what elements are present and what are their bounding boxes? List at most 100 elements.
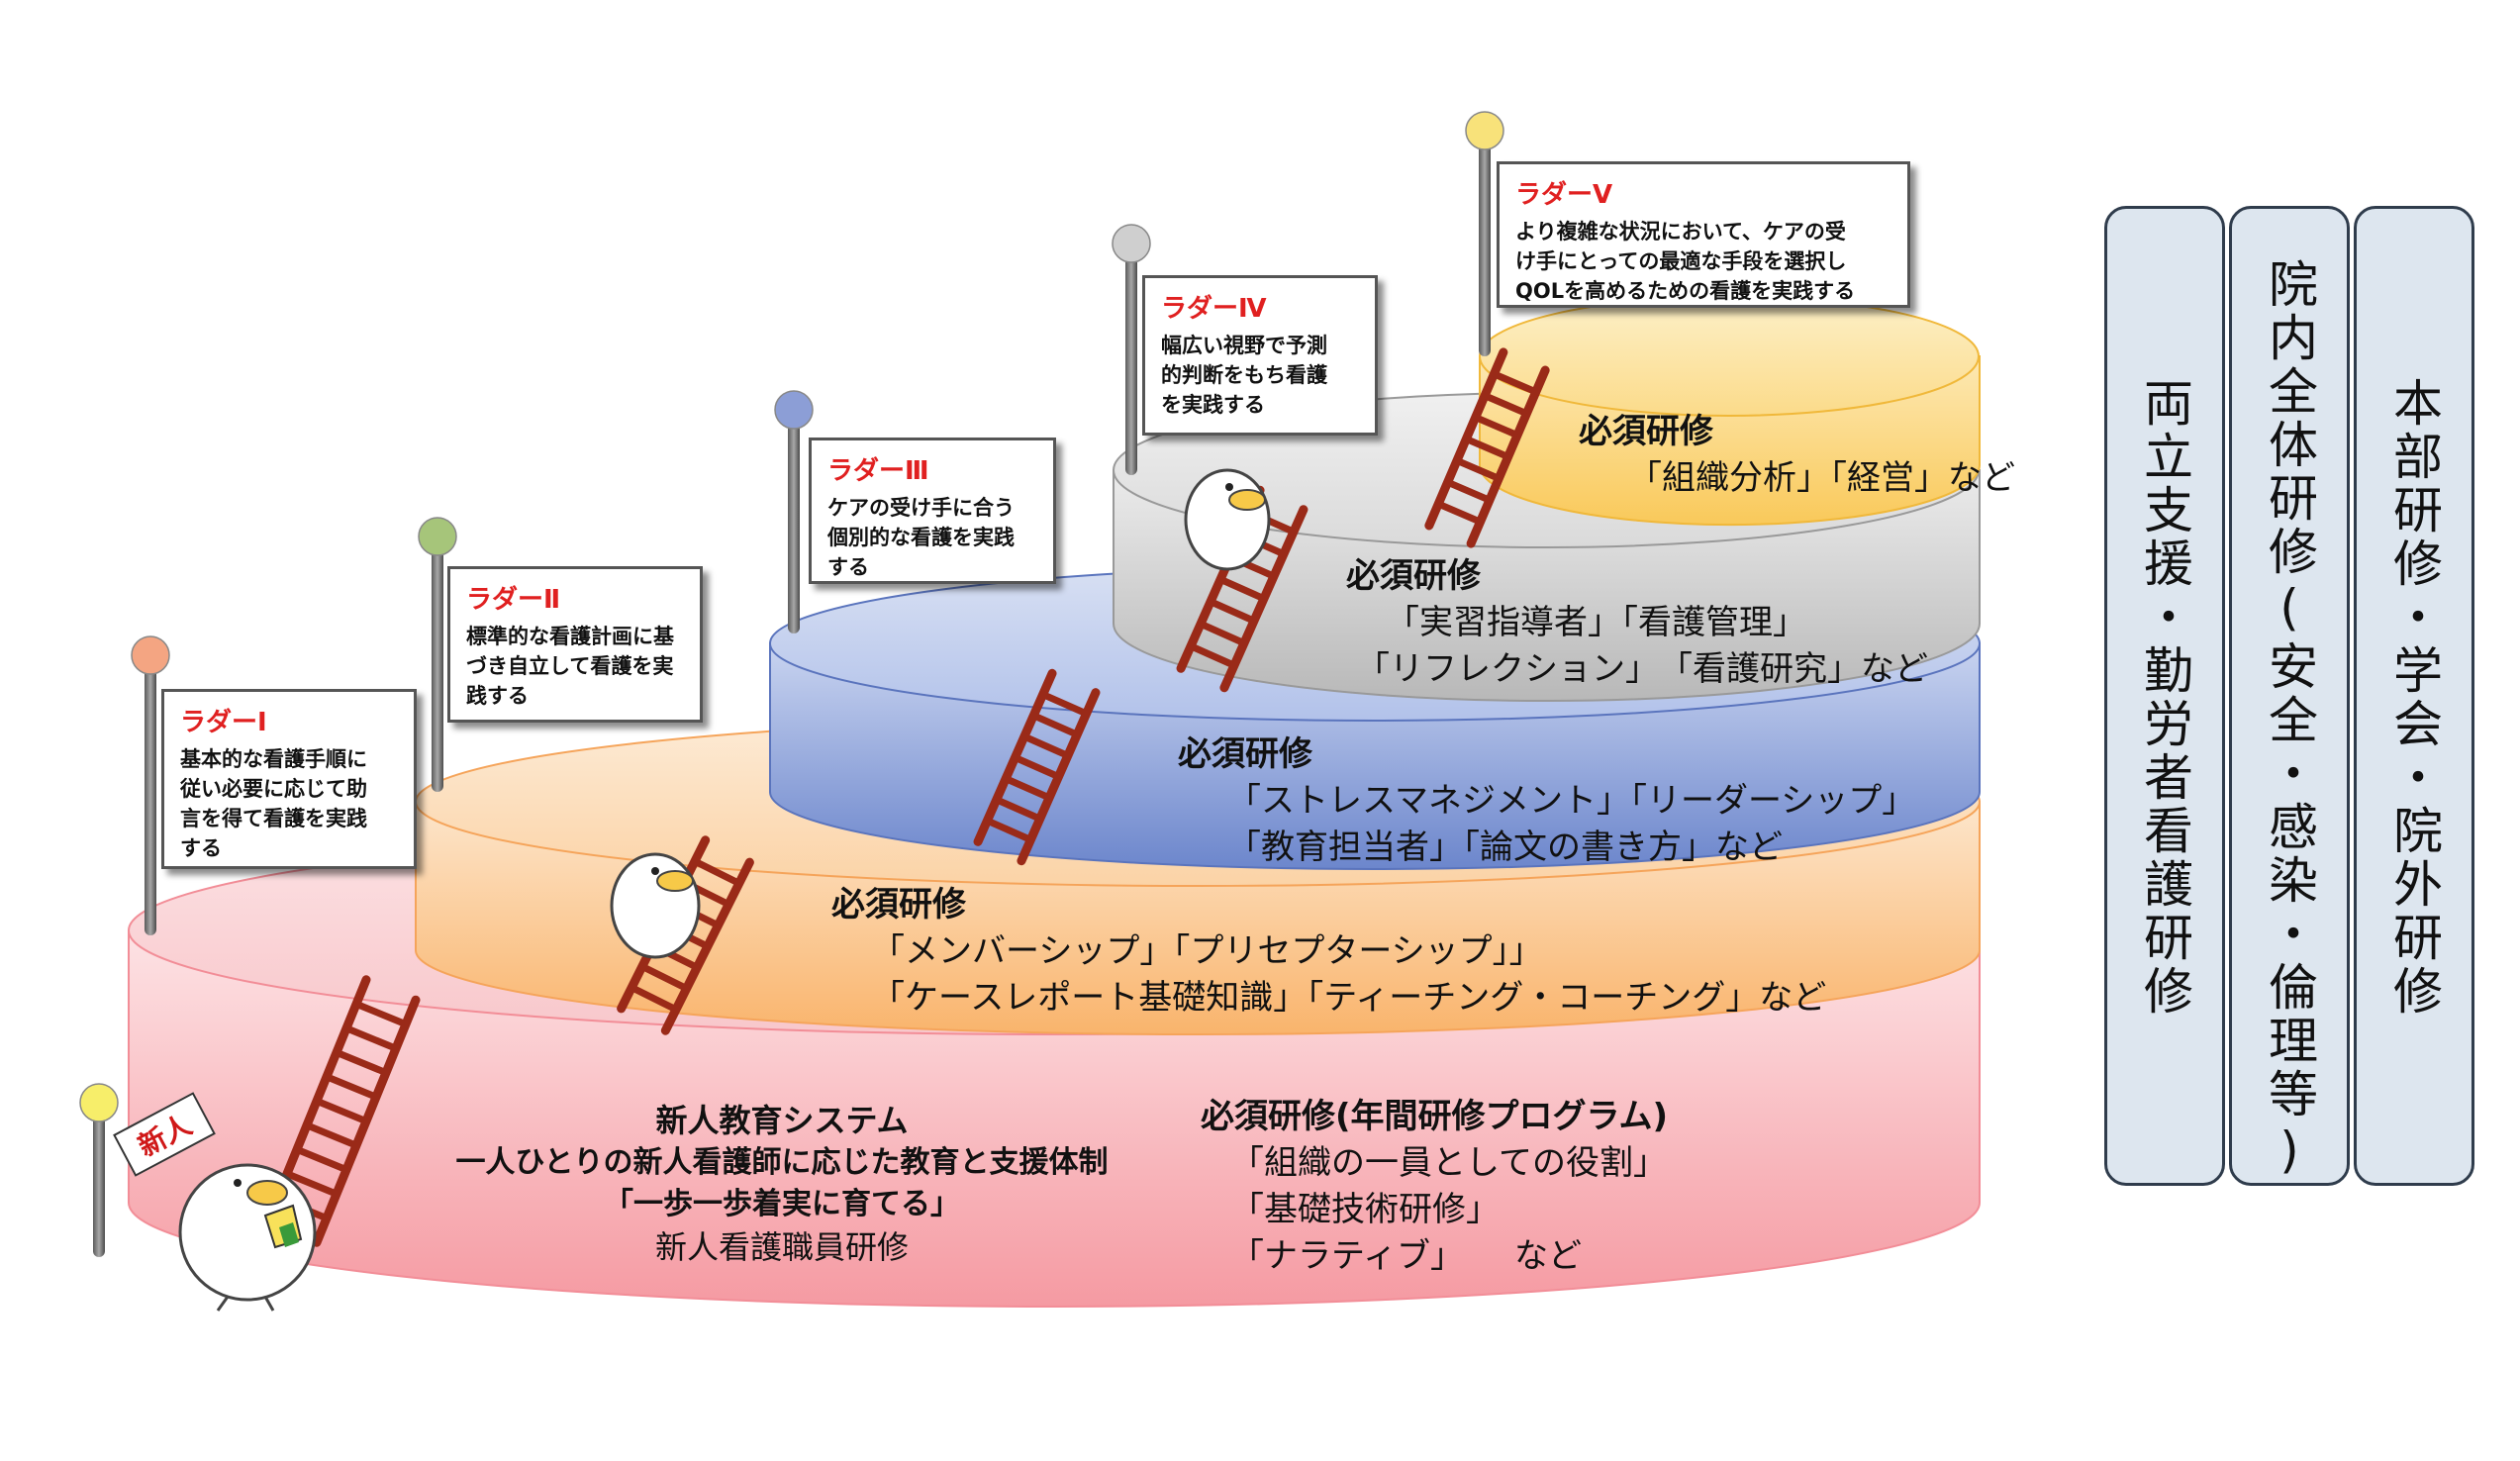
- pole-knob: [1112, 224, 1151, 263]
- ladder-rung: [1474, 414, 1519, 438]
- ladder-rung: [1199, 621, 1246, 646]
- ladder-4-flag: ラダーⅣ 幅広い視野で予測 的判断をもち看護 を実践する: [1142, 275, 1378, 436]
- pole-knob: [418, 517, 457, 556]
- pole-shaft: [788, 416, 800, 633]
- pole-shaft: [432, 542, 443, 792]
- new-system-line3: 新人看護職員研修: [654, 1228, 909, 1266]
- flag-poles: [79, 111, 1504, 1257]
- ladder-rung: [315, 1098, 368, 1124]
- ladder-rung: [305, 1121, 358, 1149]
- tier-1-item: 「基礎技術研修」: [1230, 1190, 1500, 1229]
- pole-knob: [774, 390, 814, 430]
- new-system-block: 新人教育システム 一人ひとりの新人看護師に応じた教育と支援体制 「一歩一歩着実に…: [386, 1099, 1178, 1269]
- flag-pole-5: [1465, 111, 1504, 356]
- tier-1-heading: 必須研修(年間研修プログラム): [1201, 1097, 1669, 1136]
- ladder-4-title: ラダーⅣ: [1161, 294, 1267, 324]
- ladder-1-flag: ラダーⅠ 基本的な看護手順に 従い必要に応じて助 言を得て看護を実践 する: [161, 689, 417, 869]
- tier-1-items: 「組織の一員としての役割」 「基礎技術研修」 「ナラティブ」 など: [1201, 1140, 1668, 1280]
- ladder-2-flag: ラダーⅡ 標準的な看護計画に基 づき自立して看護を実 践する: [447, 566, 703, 723]
- ladder-3: [973, 668, 1101, 866]
- tier-2-item: 「ケースレポート基礎知識」「ティーチング・コーチング」など: [871, 978, 1827, 1018]
- ladder-rung: [1014, 754, 1060, 780]
- ladder-4-description: 幅広い視野で予測 的判断をもち看護 を実践する: [1161, 334, 1327, 417]
- ladder-5-flag: ラダーⅤ より複雑な状況において、ケアの受 け手にとっての最適な手段を選択し Q…: [1497, 161, 1910, 308]
- flag-pole-1: [131, 635, 170, 935]
- tier-4-text: 必須研修 「実習指導者」「看護管理」 「リフレクション」 「看護研究」など: [1346, 552, 1928, 693]
- tier-2-items: 「メンバーシップ」「プリセプターシップ」」 「ケースレポート基礎知識」「ティーチ…: [831, 928, 1826, 1022]
- ladder-rung: [1022, 732, 1070, 759]
- side-box-external-text: 本部研修・学会・院外研修: [2385, 377, 2443, 1019]
- tier-3-item: 「ストレスマネジメント」「リーダーシップ」: [1227, 781, 1916, 821]
- ladder-rung: [1464, 436, 1510, 460]
- side-box-hospital-wide: 院内全体研修(安全・感染・倫理等): [2229, 206, 2350, 1186]
- ladder-rung: [1218, 576, 1266, 602]
- flag-pole-3: [774, 390, 814, 633]
- ladder-rung: [1455, 457, 1501, 482]
- tier-3-item: 「教育担当者」「論文の書き方」など: [1227, 828, 1783, 867]
- pole-knob: [1465, 111, 1504, 150]
- tier-3-items: 「ストレスマネジメント」「リーダーシップ」 「教育担当者」「論文の書き方」など: [1178, 778, 1915, 871]
- new-system-title: 新人教育システム: [655, 1102, 909, 1139]
- ladder-rung: [640, 963, 689, 992]
- ladder-3-description: ケアの受け手に合う 個別的な看護を実践 する: [827, 496, 1015, 579]
- ladder-rung: [1189, 642, 1236, 669]
- tier-3-heading: 必須研修: [1178, 734, 1312, 774]
- ladder-rung: [1031, 712, 1079, 738]
- tier-1-text: 必須研修(年間研修プログラム) 「組織の一員としての役割」 「基礎技術研修」 「…: [1201, 1093, 1668, 1280]
- ladder-rung: [1446, 478, 1492, 504]
- tier-5-disc: [1479, 296, 1981, 527]
- tier-2-text: 必須研修 「メンバーシップ」「プリセプターシップ」」 「ケースレポート基礎知識」…: [831, 881, 1826, 1022]
- pole-knob: [79, 1083, 119, 1122]
- pole-shaft: [145, 661, 156, 935]
- ladder-rung: [354, 1001, 408, 1027]
- side-box-hospital-wide-text: 院内全体研修(安全・感染・倫理等): [2261, 258, 2318, 1183]
- tier-4-items: 「実習指導者」「看護管理」 「リフレクション」 「看護研究」など: [1346, 600, 1928, 693]
- tier-1-item: 「組織の一員としての役割」: [1230, 1143, 1667, 1183]
- tier-1-item: 「ナラティブ」 など: [1230, 1236, 1582, 1276]
- ladder-rung: [325, 1073, 378, 1101]
- tier-3-text: 必須研修 「ストレスマネジメント」「リーダーシップ」 「教育担当者」「論文の書き…: [1178, 730, 1915, 871]
- ladder-rung: [1209, 598, 1256, 625]
- ladder-3-title: ラダーⅢ: [827, 456, 929, 486]
- flag-pole-6: [79, 1083, 119, 1257]
- side-box-external: 本部研修・学会・院外研修: [2354, 206, 2474, 1186]
- tier-2-item: 「メンバーシップ」「プリセプターシップ」」: [871, 931, 1543, 971]
- bird-mascot-2: [610, 852, 701, 959]
- ladder-rung: [986, 817, 1032, 843]
- ladder-rung: [295, 1146, 348, 1173]
- ladder-1-description: 基本的な看護手順に 従い必要に応じて助 言を得て看護を実践 する: [180, 747, 367, 860]
- pole-knob: [131, 635, 170, 675]
- ladder-1-title: ラダーⅠ: [180, 708, 267, 737]
- pole-shaft: [93, 1109, 105, 1257]
- tier-5-items: 「組織分析」「経営」など: [1579, 455, 2015, 502]
- bird-mascot-3: [1184, 468, 1271, 571]
- side-box-work-life: 両立支援・勤労者看護研修: [2104, 206, 2225, 1186]
- ladder-rung: [285, 1170, 339, 1198]
- pole-shaft: [1125, 249, 1137, 475]
- ladder-rung: [630, 984, 678, 1014]
- ladder-5: [1424, 347, 1550, 548]
- ladder-rung: [1483, 392, 1528, 418]
- flag-pole-2: [418, 517, 457, 792]
- tier-5-text: 必須研修 「組織分析」「経営」など: [1579, 408, 2015, 502]
- ladder-2-title: ラダーⅡ: [466, 585, 561, 615]
- ladder-rung: [1041, 691, 1088, 718]
- bird-mascot-1: [178, 1163, 317, 1312]
- tier-5-item: 「組織分析」「経営」など: [1628, 458, 2015, 498]
- ladder-rung: [1493, 370, 1538, 396]
- ladder-5-description: より複雑な状況において、ケアの受 け手にとっての最適な手段を選択し QOLを高め…: [1515, 220, 1856, 303]
- side-box-work-life-text: 両立支援・勤労者看護研修: [2136, 377, 2193, 1019]
- ladder-2-description: 標準的な看護計画に基 づき自立して看護を実 践する: [466, 625, 674, 708]
- ladder-rung: [1004, 775, 1051, 802]
- new-system-line1: 一人ひとりの新人看護師に応じた教育と支援体制: [455, 1145, 1109, 1180]
- flag-pole-4: [1112, 224, 1151, 475]
- ladder-rung: [995, 796, 1042, 823]
- pole-shaft: [1479, 137, 1491, 356]
- ladder-rung: [693, 857, 741, 887]
- tier-4-heading: 必須研修: [1346, 556, 1481, 596]
- ladder-rung: [1436, 500, 1482, 526]
- ladder-5-title: ラダーⅤ: [1515, 180, 1613, 210]
- tier-5-heading: 必須研修: [1579, 412, 1713, 451]
- tier-2-heading: 必須研修: [831, 885, 966, 925]
